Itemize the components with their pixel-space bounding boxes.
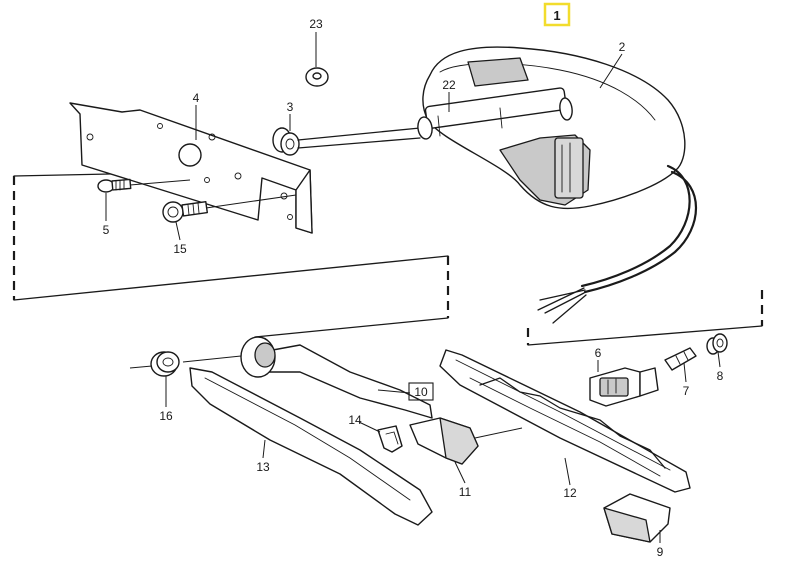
label-13: 13 bbox=[256, 460, 270, 474]
callout-labels: 1 2 3 4 5 6 7 8 9 10 11 12 13 14 15 16 2… bbox=[103, 2, 724, 559]
label-14: 14 bbox=[348, 413, 362, 427]
wiper-blade bbox=[439, 349, 691, 493]
shaft-line-bottom bbox=[297, 137, 421, 149]
protective-cap bbox=[603, 493, 671, 543]
highlight-box bbox=[543, 2, 571, 27]
label-4: 4 bbox=[193, 91, 200, 105]
leader-lines bbox=[105, 32, 721, 543]
label-11: 11 bbox=[459, 485, 472, 499]
label-3: 3 bbox=[287, 100, 294, 114]
arm-cover bbox=[189, 367, 433, 526]
clip bbox=[377, 425, 403, 453]
wiper-arm bbox=[182, 336, 433, 419]
shaft-line-top bbox=[297, 127, 421, 141]
mounting-bracket bbox=[69, 102, 313, 234]
label-5: 5 bbox=[103, 223, 110, 237]
dashed-panel-right bbox=[526, 290, 764, 346]
screw-small bbox=[97, 178, 191, 193]
bolt bbox=[162, 194, 297, 223]
label-10-box bbox=[408, 382, 434, 401]
label-16: 16 bbox=[159, 409, 173, 423]
nut bbox=[129, 351, 180, 377]
label-2: 2 bbox=[619, 40, 626, 54]
label-10: 10 bbox=[414, 385, 428, 399]
terminal bbox=[664, 347, 697, 371]
label-8: 8 bbox=[717, 369, 724, 383]
label-1: 1 bbox=[553, 8, 560, 23]
blade-adapter bbox=[409, 417, 523, 465]
wiper-motor bbox=[422, 46, 686, 210]
label-15: 15 bbox=[173, 242, 187, 256]
label-7: 7 bbox=[683, 384, 690, 398]
label-9: 9 bbox=[657, 545, 664, 559]
connector bbox=[589, 367, 659, 407]
label-6: 6 bbox=[595, 346, 602, 360]
wiring-harness bbox=[537, 164, 697, 324]
label-23: 23 bbox=[309, 17, 323, 31]
grommet bbox=[706, 333, 728, 355]
bushing bbox=[272, 127, 300, 156]
washer bbox=[305, 67, 329, 87]
motor-spindle bbox=[417, 87, 573, 140]
label-22: 22 bbox=[442, 78, 456, 92]
label-12: 12 bbox=[563, 486, 577, 500]
